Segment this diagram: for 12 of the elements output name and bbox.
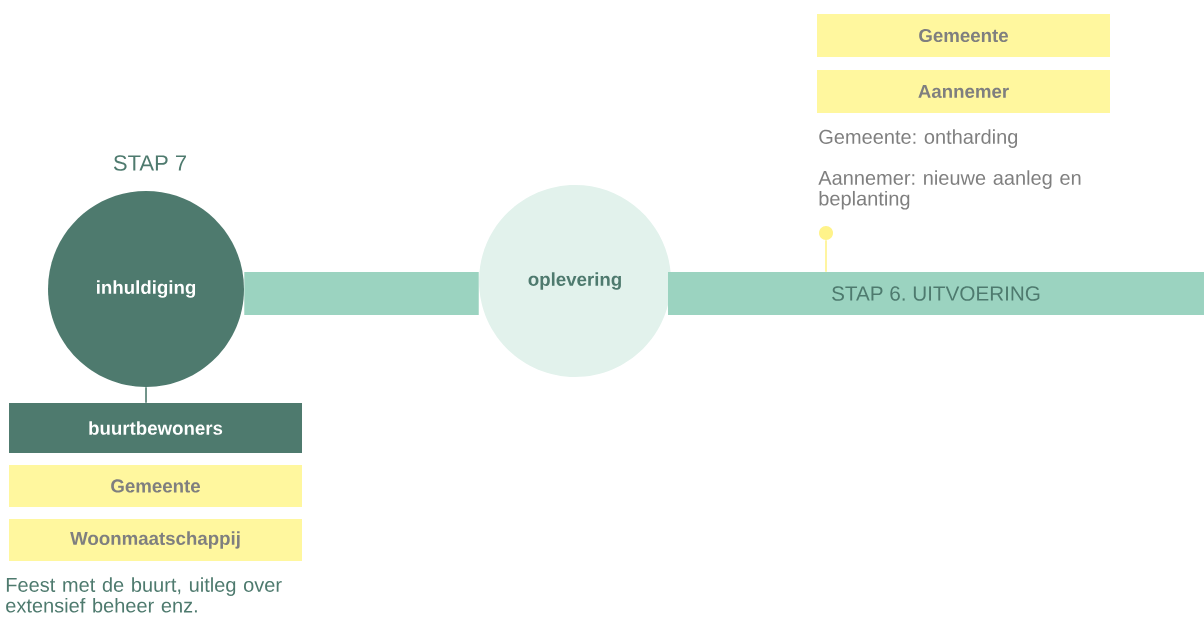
role-box: Gemeente <box>9 465 302 507</box>
step-heading: STAP 7 <box>113 155 186 171</box>
connector-line <box>145 386 147 404</box>
role-box: buurtbewoners <box>9 403 302 453</box>
timeline-band: STAP 6. UITVOERING <box>668 272 1204 315</box>
timeline-bar <box>244 272 479 315</box>
role-box: Woonmaatschappij <box>9 519 302 561</box>
role-box: Aannemer <box>817 70 1110 113</box>
role-box: Gemeente <box>817 14 1110 57</box>
marker-dot <box>819 226 833 240</box>
note-text: Aannemer: nieuwe aanleg en beplanting <box>818 170 1081 210</box>
connector-line <box>825 239 827 273</box>
